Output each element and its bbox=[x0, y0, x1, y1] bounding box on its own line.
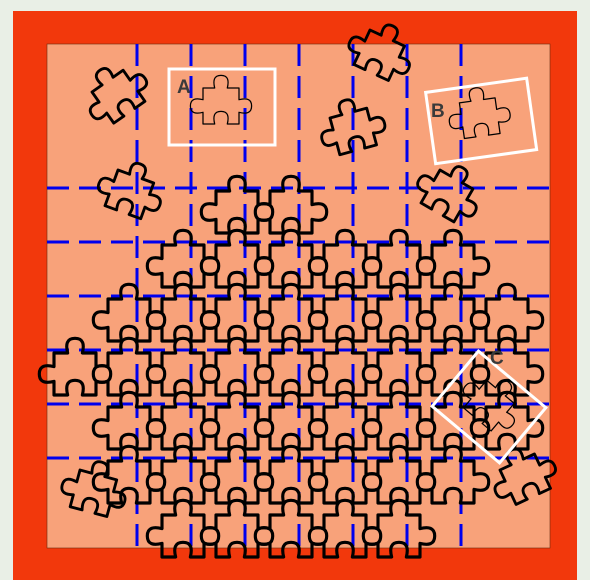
candidate-c-label: C bbox=[490, 348, 504, 369]
candidate-a-label: A bbox=[177, 77, 191, 98]
candidate-b-label: B bbox=[431, 101, 445, 122]
